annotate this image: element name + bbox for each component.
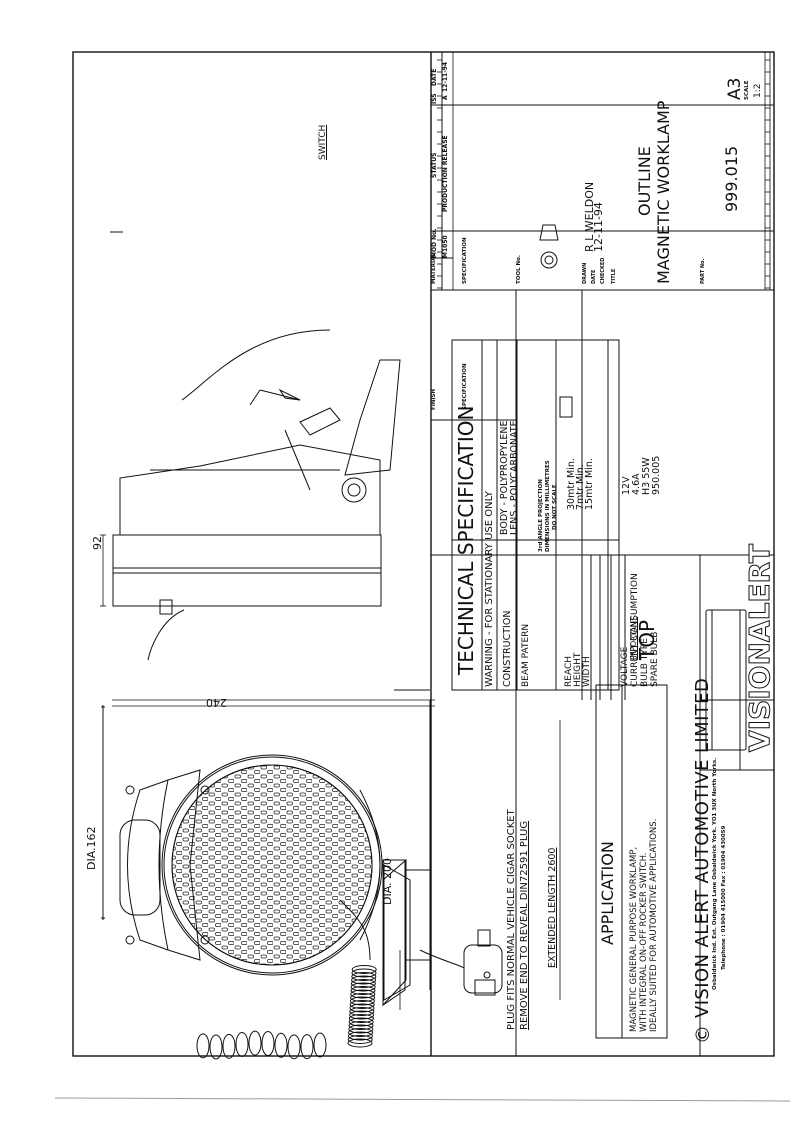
part-no-value: 999.015 <box>722 145 741 212</box>
material-label: MATERIAL <box>431 253 437 284</box>
coiled-cable <box>196 899 377 1060</box>
plug-note-line1: PLUG FITS NORMAL VEHICLE CIGAR SOCKET <box>506 809 517 1030</box>
electrical-value-3: 950.005 <box>651 455 662 495</box>
company-name: VISION ALERT AUTOMOTIVE LIMITED <box>692 677 713 1018</box>
drawn-label: DRAWN <box>582 262 588 284</box>
worklamp-base <box>382 858 430 1007</box>
plug-note-line2: REMOVE END TO REVEAL DIN72591 PLUG <box>519 820 530 1030</box>
application-box <box>595 684 668 1039</box>
part-no-label: PART No. <box>700 258 706 284</box>
finish-spec-label: SPECIFICATION <box>462 363 468 410</box>
copyright-symbol: © <box>692 1025 714 1044</box>
dimension-92: 92 <box>91 536 104 550</box>
vision-alert-logo <box>705 609 747 751</box>
dimension-dia-162: DIA.162 <box>85 826 98 870</box>
dimension-value-2: 15mtr Min. <box>584 458 595 510</box>
application-line-2: IDEALLY SUITED FOR AUTOMOTIVE APPLICATIO… <box>649 818 659 1032</box>
tool-no-label: TOOL No. <box>516 255 522 284</box>
worklamp-side-view <box>112 359 401 615</box>
cigar-plug <box>419 929 503 996</box>
logo-text: VISIONALERT <box>743 544 777 753</box>
company-phone: Telephone : 01904 415000 Fax : 01904 430… <box>721 825 727 970</box>
title-block-grid <box>110 52 774 1056</box>
iss-value: A <box>442 95 449 100</box>
tech-spec-warning: WARNING - FOR STATIONARY USE ONLY <box>484 491 495 687</box>
title-line1: OUTLINE <box>635 146 654 216</box>
projection-line2: DIMENSIONS IN MILLIMETRES <box>545 460 551 552</box>
material-spec-label: SPECIFICATION <box>462 237 468 284</box>
projection-line1: 3rd ANGLE PROJECTION <box>538 479 544 552</box>
scale-value: 1:2 <box>753 83 763 98</box>
status-value: PRODUCTION RELEASE <box>442 135 449 212</box>
projection-line3: DO NOT SCALE <box>552 484 558 530</box>
switch-label: SWITCH <box>318 124 328 160</box>
application-title: APPLICATION <box>598 841 617 945</box>
technical-spec-table <box>451 339 620 691</box>
front-view-dimensions <box>101 689 561 1010</box>
worklamp-front-view <box>119 754 383 976</box>
finish-label: FINISH <box>431 388 437 410</box>
extended-length: EXTENDED LENGTH 2600 <box>547 847 558 968</box>
company-address: Osbaldwick Ind. Est. Outgang Lane Osbald… <box>712 757 718 990</box>
side-view-dimensions <box>100 329 331 661</box>
dimension-label-2: WIDTH <box>582 656 592 687</box>
checked-label: CHECKED <box>600 257 606 284</box>
scale-label: SCALE <box>744 80 750 100</box>
title-label: TITLE <box>611 268 617 284</box>
sheet-size: A3 <box>725 77 745 100</box>
construction-value-lens: LENS - POLYCARBONATE <box>509 420 520 535</box>
status-header: STATUS <box>431 152 438 178</box>
application-line-0: MAGNETIC GENERAL PURPOSE WORKLAMP, <box>629 846 639 1032</box>
dimension-240: 240 <box>206 696 227 709</box>
projection-symbol <box>539 224 559 269</box>
title-line2: MAGNETIC WORKLAMP <box>654 100 673 284</box>
construction-label: CONSTRUCTION <box>502 610 513 687</box>
dimension-dia-200: DIA. 200 <box>381 857 394 905</box>
iss-header: ISS <box>431 93 438 104</box>
tech-spec-title: TECHNICAL SPECIFICATION <box>454 405 478 675</box>
date-value-tb: 12-11-94 <box>592 202 605 252</box>
application-line-1: WITH INTEGRAL ON-OFF ROCKER SWITCH. <box>639 852 649 1032</box>
top-label: TOP <box>635 619 659 660</box>
date-value: 12-11-94 <box>442 61 449 92</box>
mod-no-value: M1050 <box>442 235 449 258</box>
sheet-frame <box>54 51 791 1102</box>
beam-label: BEAM PATERN <box>521 623 531 687</box>
date-header: DATE <box>431 68 438 86</box>
date-label: DATE <box>591 269 597 284</box>
